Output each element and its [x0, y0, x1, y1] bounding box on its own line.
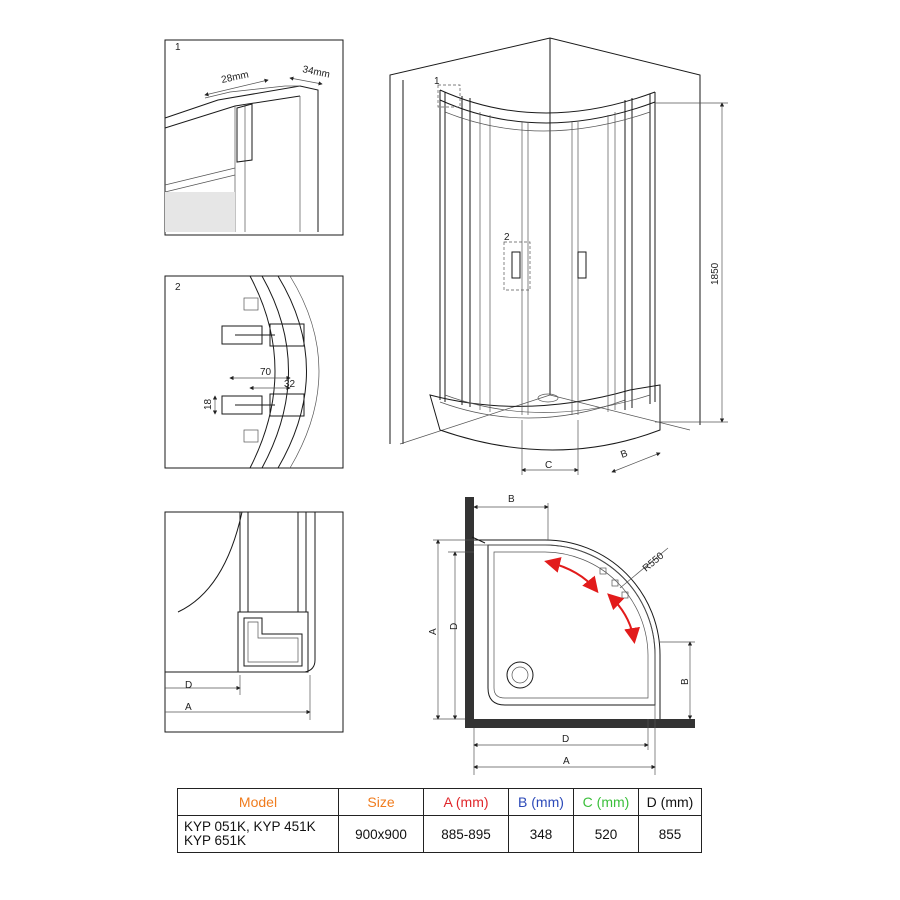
plan-a-bottom-label: A — [563, 756, 570, 767]
detail-1-width-label: 28mm — [220, 69, 249, 86]
plan-d-bottom-label: D — [562, 734, 569, 745]
detail-3-panel: D A — [164, 511, 344, 733]
header-d: D (mm) — [638, 788, 702, 816]
detail-2-panel: 2 70 32 18 — [164, 275, 344, 469]
plan-b-side-label: B — [680, 678, 691, 685]
spec-data-row: KYP 051K, KYP 451K KYP 651K 900x900 885-… — [177, 815, 702, 853]
plan-b-top-label: B — [508, 494, 515, 505]
detail-3-d-label: D — [185, 680, 192, 691]
front-b-label: B — [619, 448, 629, 461]
a-cell: 885-895 — [423, 815, 509, 853]
header-size: Size — [338, 788, 424, 816]
b-cell: 348 — [508, 815, 574, 853]
detail-3-a-label: A — [185, 702, 192, 713]
header-c: C (mm) — [573, 788, 639, 816]
model-cell: KYP 051K, KYP 451K KYP 651K — [177, 815, 339, 853]
header-a: A (mm) — [423, 788, 509, 816]
detail-2-dim-70: 70 — [260, 367, 272, 378]
front-height-label: 1850 — [710, 262, 721, 285]
model-line-1: KYP 051K, KYP 451K — [184, 819, 316, 834]
header-b: B (mm) — [508, 788, 574, 816]
detail-1-depth-label: 34mm — [301, 64, 330, 81]
detail-2-dim-32: 32 — [284, 379, 296, 390]
spec-table: Model Size A (mm) B (mm) C (mm) D (mm) K… — [177, 788, 702, 853]
plan-view: R550 B B A D D A — [428, 494, 695, 775]
front-view: 1 2 1850 C B — [389, 37, 728, 475]
detail-2-dim-18: 18 — [203, 398, 214, 410]
spec-header-row: Model Size A (mm) B (mm) C (mm) D (mm) — [177, 788, 702, 816]
d-cell: 855 — [638, 815, 702, 853]
front-c-label: C — [545, 460, 552, 471]
plan-d-left-label: D — [449, 623, 460, 630]
header-model: Model — [177, 788, 339, 816]
detail-1-panel: 1 28mm 34mm — [164, 39, 344, 236]
front-callout-1: 1 — [434, 76, 440, 87]
size-cell: 900x900 — [338, 815, 424, 853]
front-callout-2: 2 — [504, 232, 510, 243]
detail-2-number: 2 — [175, 282, 181, 293]
plan-radius-label: R550 — [641, 550, 667, 574]
model-line-2: KYP 651K — [184, 833, 247, 848]
plan-a-left-label: A — [428, 628, 439, 635]
detail-1-number: 1 — [175, 42, 181, 53]
c-cell: 520 — [573, 815, 639, 853]
